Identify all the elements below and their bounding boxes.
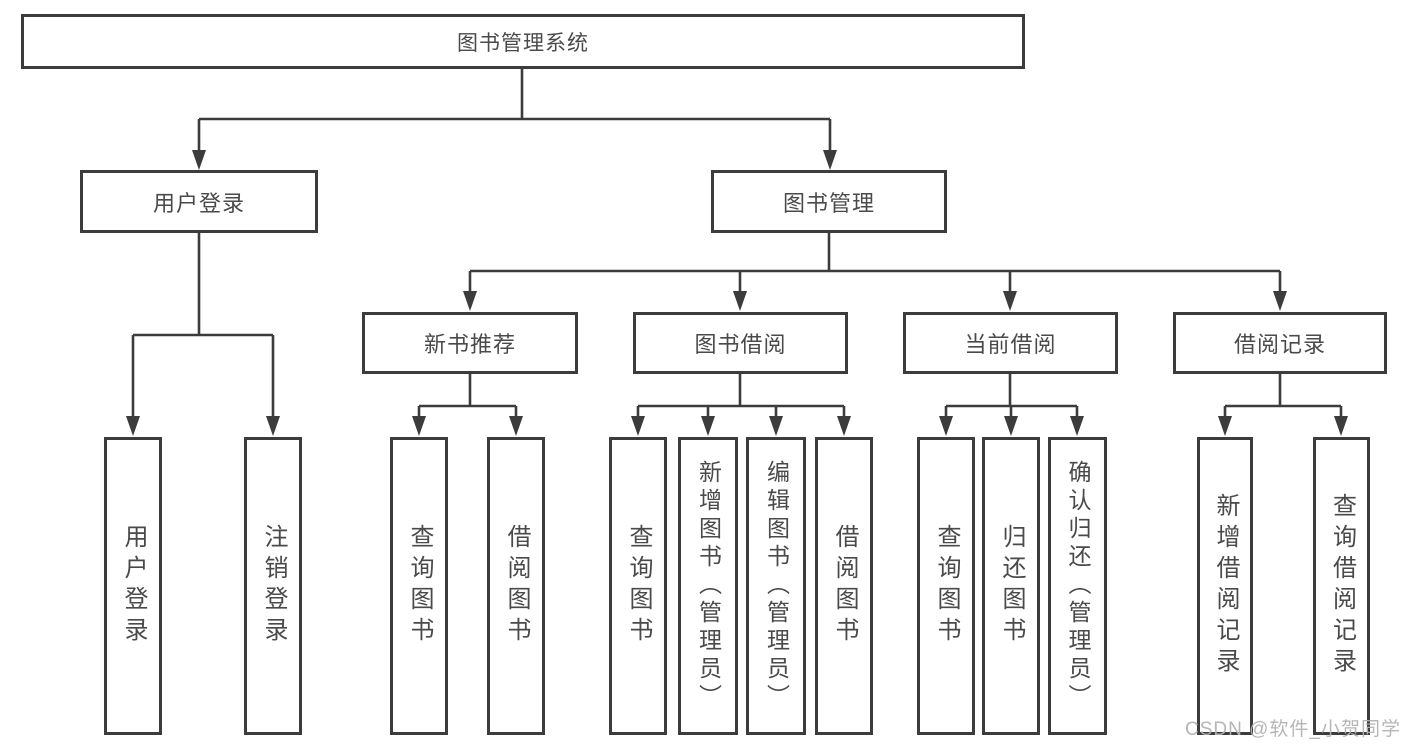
- module-node-book-borrowing: 图书借阅: [633, 312, 848, 374]
- csdn-watermark: CSDN @软件_小贺同学: [1185, 719, 1401, 740]
- module-node-current-borrowing: 当前借阅: [903, 312, 1118, 374]
- module-node-new-book-recommendation: 新书推荐: [362, 312, 578, 374]
- leaf-node-edit-books-admin: 编辑图书（管理员）: [746, 437, 806, 735]
- branch-node-user-login: 用户登录: [80, 170, 318, 233]
- leaf-node-user-login: 用户登录: [104, 437, 162, 735]
- leaf-node-add-books-admin: 新增图书（管理员）: [678, 437, 738, 735]
- leaf-node-borrow-books-recommend: 借阅图书: [487, 437, 545, 735]
- leaf-node-confirm-return-admin: 确认归还（管理员）: [1048, 437, 1107, 735]
- root-node-library-management-system: 图书管理系统: [21, 14, 1025, 69]
- leaf-node-return-books: 归还图书: [982, 437, 1040, 735]
- module-node-borrowing-records: 借阅记录: [1173, 312, 1387, 374]
- leaf-node-query-borrow-record: 查询借阅记录: [1313, 437, 1370, 735]
- leaf-node-add-borrow-record: 新增借阅记录: [1197, 437, 1253, 735]
- arrowheads: [126, 150, 1348, 436]
- leaf-node-logout: 注销登录: [244, 437, 302, 735]
- leaf-node-query-books-current: 查询图书: [917, 437, 975, 735]
- branch-node-book-management: 图书管理: [711, 170, 947, 233]
- leaf-node-query-books-borrow: 查询图书: [609, 437, 667, 735]
- leaf-node-borrow-books: 借阅图书: [815, 437, 873, 735]
- leaf-node-query-books-recommend: 查询图书: [390, 437, 448, 735]
